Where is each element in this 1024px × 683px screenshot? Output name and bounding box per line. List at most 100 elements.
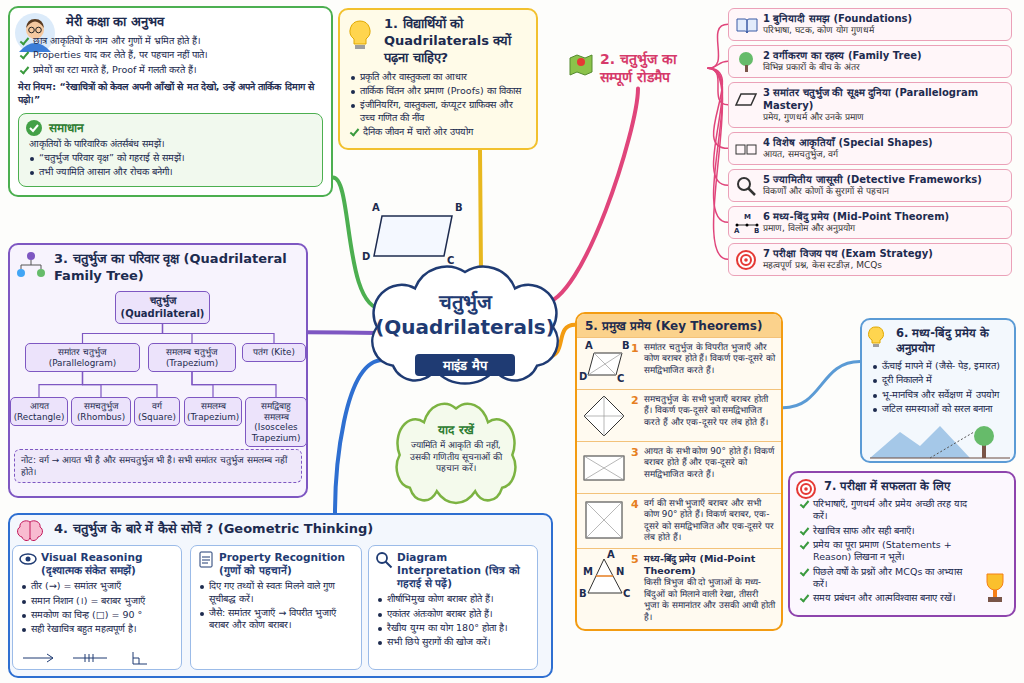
- branch-connector: [708, 68, 728, 148]
- node-heading: 3: [631, 446, 643, 459]
- vertex-label: B: [455, 203, 463, 213]
- node-text: रेखाचित्र साफ और सही बनाएँ।: [798, 525, 1006, 537]
- node-text: किसी त्रिभुज की दो भुजाओं के मध्य-बिंदुओ…: [644, 577, 775, 623]
- tree-line: [39, 372, 83, 397]
- node-heading: चतुर्भुज (Quadrilateral): [118, 295, 207, 320]
- node-heading: 3. चतुर्भुज का परिवार वृक्ष (Quadrilater…: [54, 251, 298, 285]
- icon-graphic: [197, 551, 215, 568]
- node-text: तार्किक चिंतन और प्रमाण (Proofs) का विका…: [348, 85, 528, 97]
- roadmap-step: 5 ज्यामितीय जासूसी (Detective Frameworks…: [728, 169, 1012, 202]
- vertex-label: A: [607, 550, 615, 560]
- icon-graphic: [15, 13, 55, 53]
- icon-graphic: [747, 145, 756, 154]
- node-heading: Property Recognition (गुणों को पहचानें): [219, 551, 355, 577]
- branch-connector: [708, 61, 728, 68]
- node-heading: 7. परीक्षा में सफलता के लिए: [824, 479, 1006, 494]
- tree-node: पतंग (Kite): [242, 343, 306, 362]
- node-text: छात्र आकृतियों के नाम और गुणों में भ्रमि…: [18, 35, 323, 47]
- icon-graphic: [372, 267, 557, 384]
- icon-graphic: [397, 404, 516, 503]
- icon-graphic: [736, 94, 756, 105]
- icon-graphic: [133, 652, 147, 664]
- icon-graphic: [737, 225, 757, 226]
- node-heading: 4. चतुर्भुज के बारे में कैसे सोचें ? (Ge…: [54, 521, 543, 538]
- thinking-card: Visual Reasoning (दृश्यात्मक संकेत समझें…: [12, 545, 182, 670]
- node-text: आकृतियों के पारिवारिक अंतर्संबंध समझें।: [29, 138, 314, 150]
- icon-graphic: [29, 27, 35, 33]
- branch-connector: [480, 150, 481, 272]
- icon-graphic: [584, 456, 624, 480]
- node-text: एकांतर अंतःकोण बराबर होते हैं।: [375, 608, 531, 620]
- icon-graphic: [30, 522, 31, 539]
- node-text: समान निशान (।) = बराबर भुजाएँ: [19, 595, 175, 607]
- roadmap-heading: 2. चतुर्भुज का सम्पूर्ण रोडमैप: [568, 48, 708, 88]
- roadmap-step: 7 परीक्षा विजय पथ (Exam Strategy)महत्वपू…: [728, 243, 1012, 276]
- thinking-card: Property Recognition (गुणों को पहचानें)द…: [190, 545, 362, 670]
- icon-graphic: [738, 178, 750, 190]
- icon-graphic: [748, 188, 755, 195]
- tree-line: [83, 372, 158, 397]
- branch-connector: [783, 362, 860, 408]
- icon-graphic: [745, 65, 748, 72]
- node-text: सभी छिपे सुरागों की खोज करें।: [375, 636, 531, 648]
- node-heading: समद्विबाहु समलम्ब (Isosceles Trapezium): [248, 401, 304, 443]
- vertex-label: C: [623, 589, 630, 599]
- branch-connector: [708, 68, 728, 259]
- remember-cloud: याद रखेंज्यामिति में आकृति की नहीं, उसकी…: [392, 405, 520, 505]
- application-panel: 6. मध्य-बिंदु प्रमेय के अनुप्रयोगऊँचाई म…: [860, 318, 1016, 463]
- theorem-item: 5मध्य-बिंदु प्रमेय (Mid-Point Theorem)कि…: [577, 548, 781, 627]
- icon-graphic: [586, 502, 622, 538]
- node-heading: चतुर्भुज (Quadrilaterals): [375, 290, 555, 340]
- vertex-label: A: [585, 341, 593, 351]
- icon-graphic: [386, 562, 392, 568]
- node-text: समय प्रबंधन और आत्मविश्वास बनाए रखें।: [798, 592, 1006, 604]
- theorem-item: 2समचतुर्भुज के सभी भुजाएँ बराबर होती हैं…: [577, 389, 781, 441]
- icon-graphic: [741, 255, 751, 265]
- icon-graphic: [355, 45, 365, 49]
- vertex-label: C: [447, 256, 454, 266]
- node-text: आयत, समचतुर्भुज, वर्ग: [763, 149, 1005, 161]
- icon-graphic: [588, 353, 622, 375]
- icon-graphic: [869, 327, 884, 343]
- icon-graphic: [26, 19, 44, 28]
- icon-graphic: [982, 571, 1008, 605]
- icon-graphic: [16, 519, 44, 543]
- icon-graphic: [23, 654, 53, 662]
- icon-graphic: [578, 392, 630, 440]
- note-box: नोट: वर्ग → आयत भी है और समचतुर्भुज भी ह…: [14, 449, 302, 483]
- branch-connector: [708, 24, 728, 68]
- branch-connector: [308, 330, 377, 335]
- node-heading: 5. प्रमुख प्रमेय (Key Theorems): [577, 314, 781, 337]
- icon-graphic: [737, 19, 757, 33]
- parallelogram-figure: [374, 216, 452, 256]
- node-text: ऊँचाई मापने में (जैसे- पेड़, इमारत): [870, 360, 1006, 372]
- node-heading: नोट: वर्ग → आयत भी है और समचतुर्भुज भी ह…: [21, 454, 295, 478]
- icon-graphic: [736, 145, 745, 154]
- vertex-label: N: [616, 567, 624, 577]
- icon-graphic: [578, 496, 630, 544]
- vertex-label: D: [362, 252, 370, 262]
- tree-line: [192, 372, 276, 397]
- node-heading: 6 मध्य-बिंदु प्रमेय (Mid-Point Theorem): [763, 210, 1005, 223]
- vertex-label: B: [622, 341, 630, 351]
- icon-graphic: [350, 21, 370, 44]
- node-heading: 3 समांतर चतुर्भुज की सूक्ष्म दुनिया (Par…: [763, 86, 1005, 112]
- node-text: मेरा नियम: “रेखाचित्रों को केवल अपनी आँख…: [18, 81, 323, 107]
- roadmap-step: 1 बुनियादी समझ (Foundations)परिभाषा, घटक…: [728, 8, 1012, 41]
- tree-line: [83, 324, 163, 343]
- vertex-label: A: [372, 203, 380, 213]
- node-text: तीर (→) = समांतर भुजाएँ: [19, 580, 175, 592]
- node-text: प्रकृति और वास्तुकला का आधार: [348, 71, 528, 83]
- icon-graphic: [736, 224, 739, 227]
- icon-graphic: [988, 597, 1002, 602]
- theorem-item: 3आयत के सभी कोण 90° होते हैं। विकर्ण बरा…: [577, 441, 781, 493]
- icon-graphic: [584, 456, 624, 480]
- icon-graphic: [26, 120, 42, 136]
- icon-graphic: [37, 269, 45, 277]
- node-text: दैनिक जीवन में चारों ओर उपयोग: [348, 126, 528, 138]
- tree-node: समलम्ब (Trapezium): [184, 397, 242, 426]
- node-heading: 2. चतुर्भुज का सम्पूर्ण रोडमैप: [600, 50, 706, 86]
- branch-connector: [335, 360, 383, 513]
- node-text: विकर्णों और कोणों के सुरागों से पहचान: [763, 186, 1005, 198]
- node-text: समचतुर्भुज के सभी भुजाएँ बराबर होती हैं।…: [644, 394, 775, 428]
